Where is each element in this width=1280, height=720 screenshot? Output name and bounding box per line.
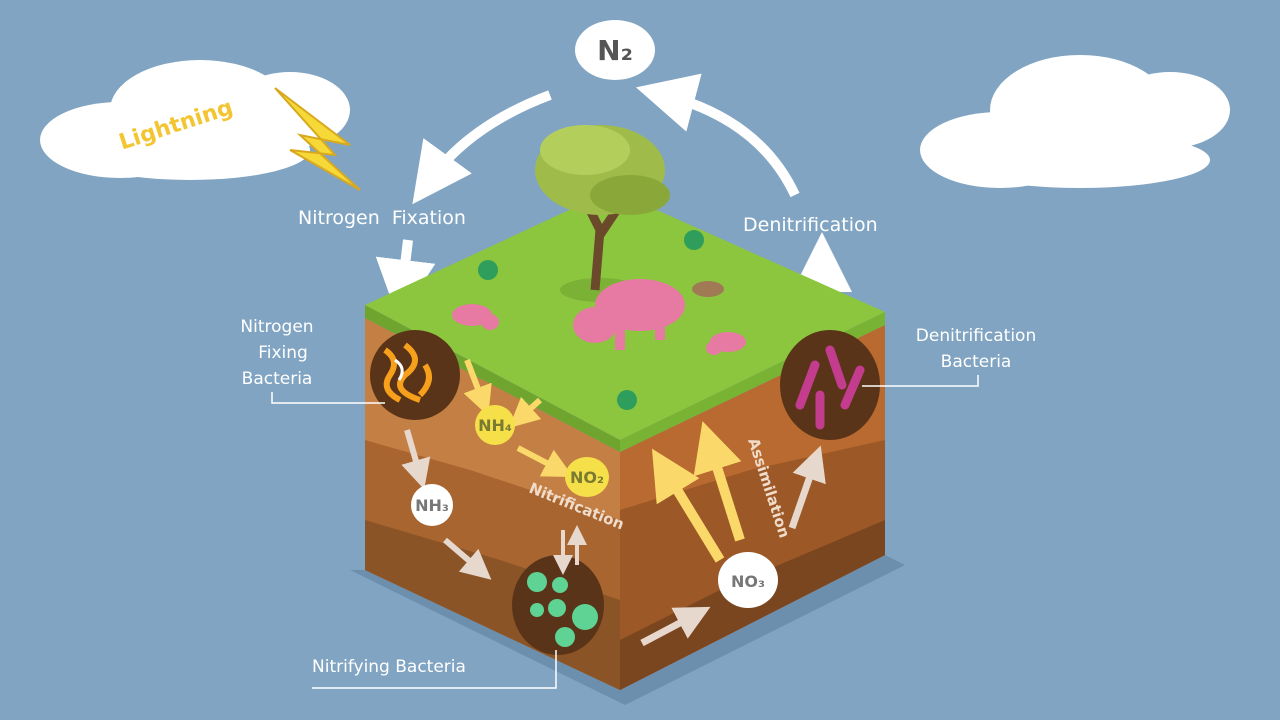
svg-text:Denitrification: Denitrification: [916, 326, 1036, 346]
cloud-left: [40, 60, 350, 180]
n2-bubble: [575, 20, 655, 80]
tree: [535, 125, 670, 302]
svg-text:Nitrogen: Nitrogen: [240, 317, 313, 337]
nh4-bubble: NH₄: [475, 405, 515, 445]
no2-bubble: NO₂: [565, 457, 609, 497]
pig-small-left: [452, 304, 499, 330]
arrow-fixation-down: [375, 239, 436, 320]
svg-text:NO₂: NO₂: [570, 468, 604, 487]
svg-text:NH₄: NH₄: [478, 416, 512, 435]
svg-text:Bacteria: Bacteria: [242, 369, 313, 389]
svg-text:NO₃: NO₃: [731, 572, 765, 591]
denitrification-bacteria-pocket: [780, 330, 880, 440]
pig-small-right: [706, 332, 746, 355]
bushes: [478, 230, 704, 410]
mud-puddle: [692, 281, 724, 297]
nitrifying-bacteria-pocket: [512, 555, 604, 655]
cloud-right: [920, 55, 1230, 188]
nitrogen-fixing-bacteria-label: Nitrogen Fixing Bacteria: [240, 317, 385, 404]
arrow-n2-to-fixation: [412, 90, 552, 205]
nh3-bubble: NH₃: [411, 484, 453, 526]
nitrifying-bacteria-label: Nitrifying Bacteria: [312, 650, 557, 689]
denitrification-label: Denitrification: [743, 214, 878, 236]
arrow-denitrification-to-n2: [635, 73, 800, 198]
pig-large: [573, 279, 685, 350]
lightning-bolt-icon: [274, 87, 361, 191]
svg-text:Fixing: Fixing: [258, 343, 308, 363]
nitrogen-fixing-bacteria-pocket: [370, 330, 460, 420]
svg-text:NH₃: NH₃: [415, 496, 449, 515]
soil-arrows: [401, 358, 826, 647]
nitrogen-fixation-label: Nitrogen Fixation: [298, 207, 466, 229]
no3-bubble: NO₃: [718, 552, 778, 608]
svg-text:Bacteria: Bacteria: [941, 352, 1012, 372]
n2-label: N₂: [597, 34, 633, 67]
svg-text:Nitrifying Bacteria: Nitrifying Bacteria: [312, 657, 466, 677]
denitrification-bacteria-label: Denitrification Bacteria: [862, 326, 1036, 387]
